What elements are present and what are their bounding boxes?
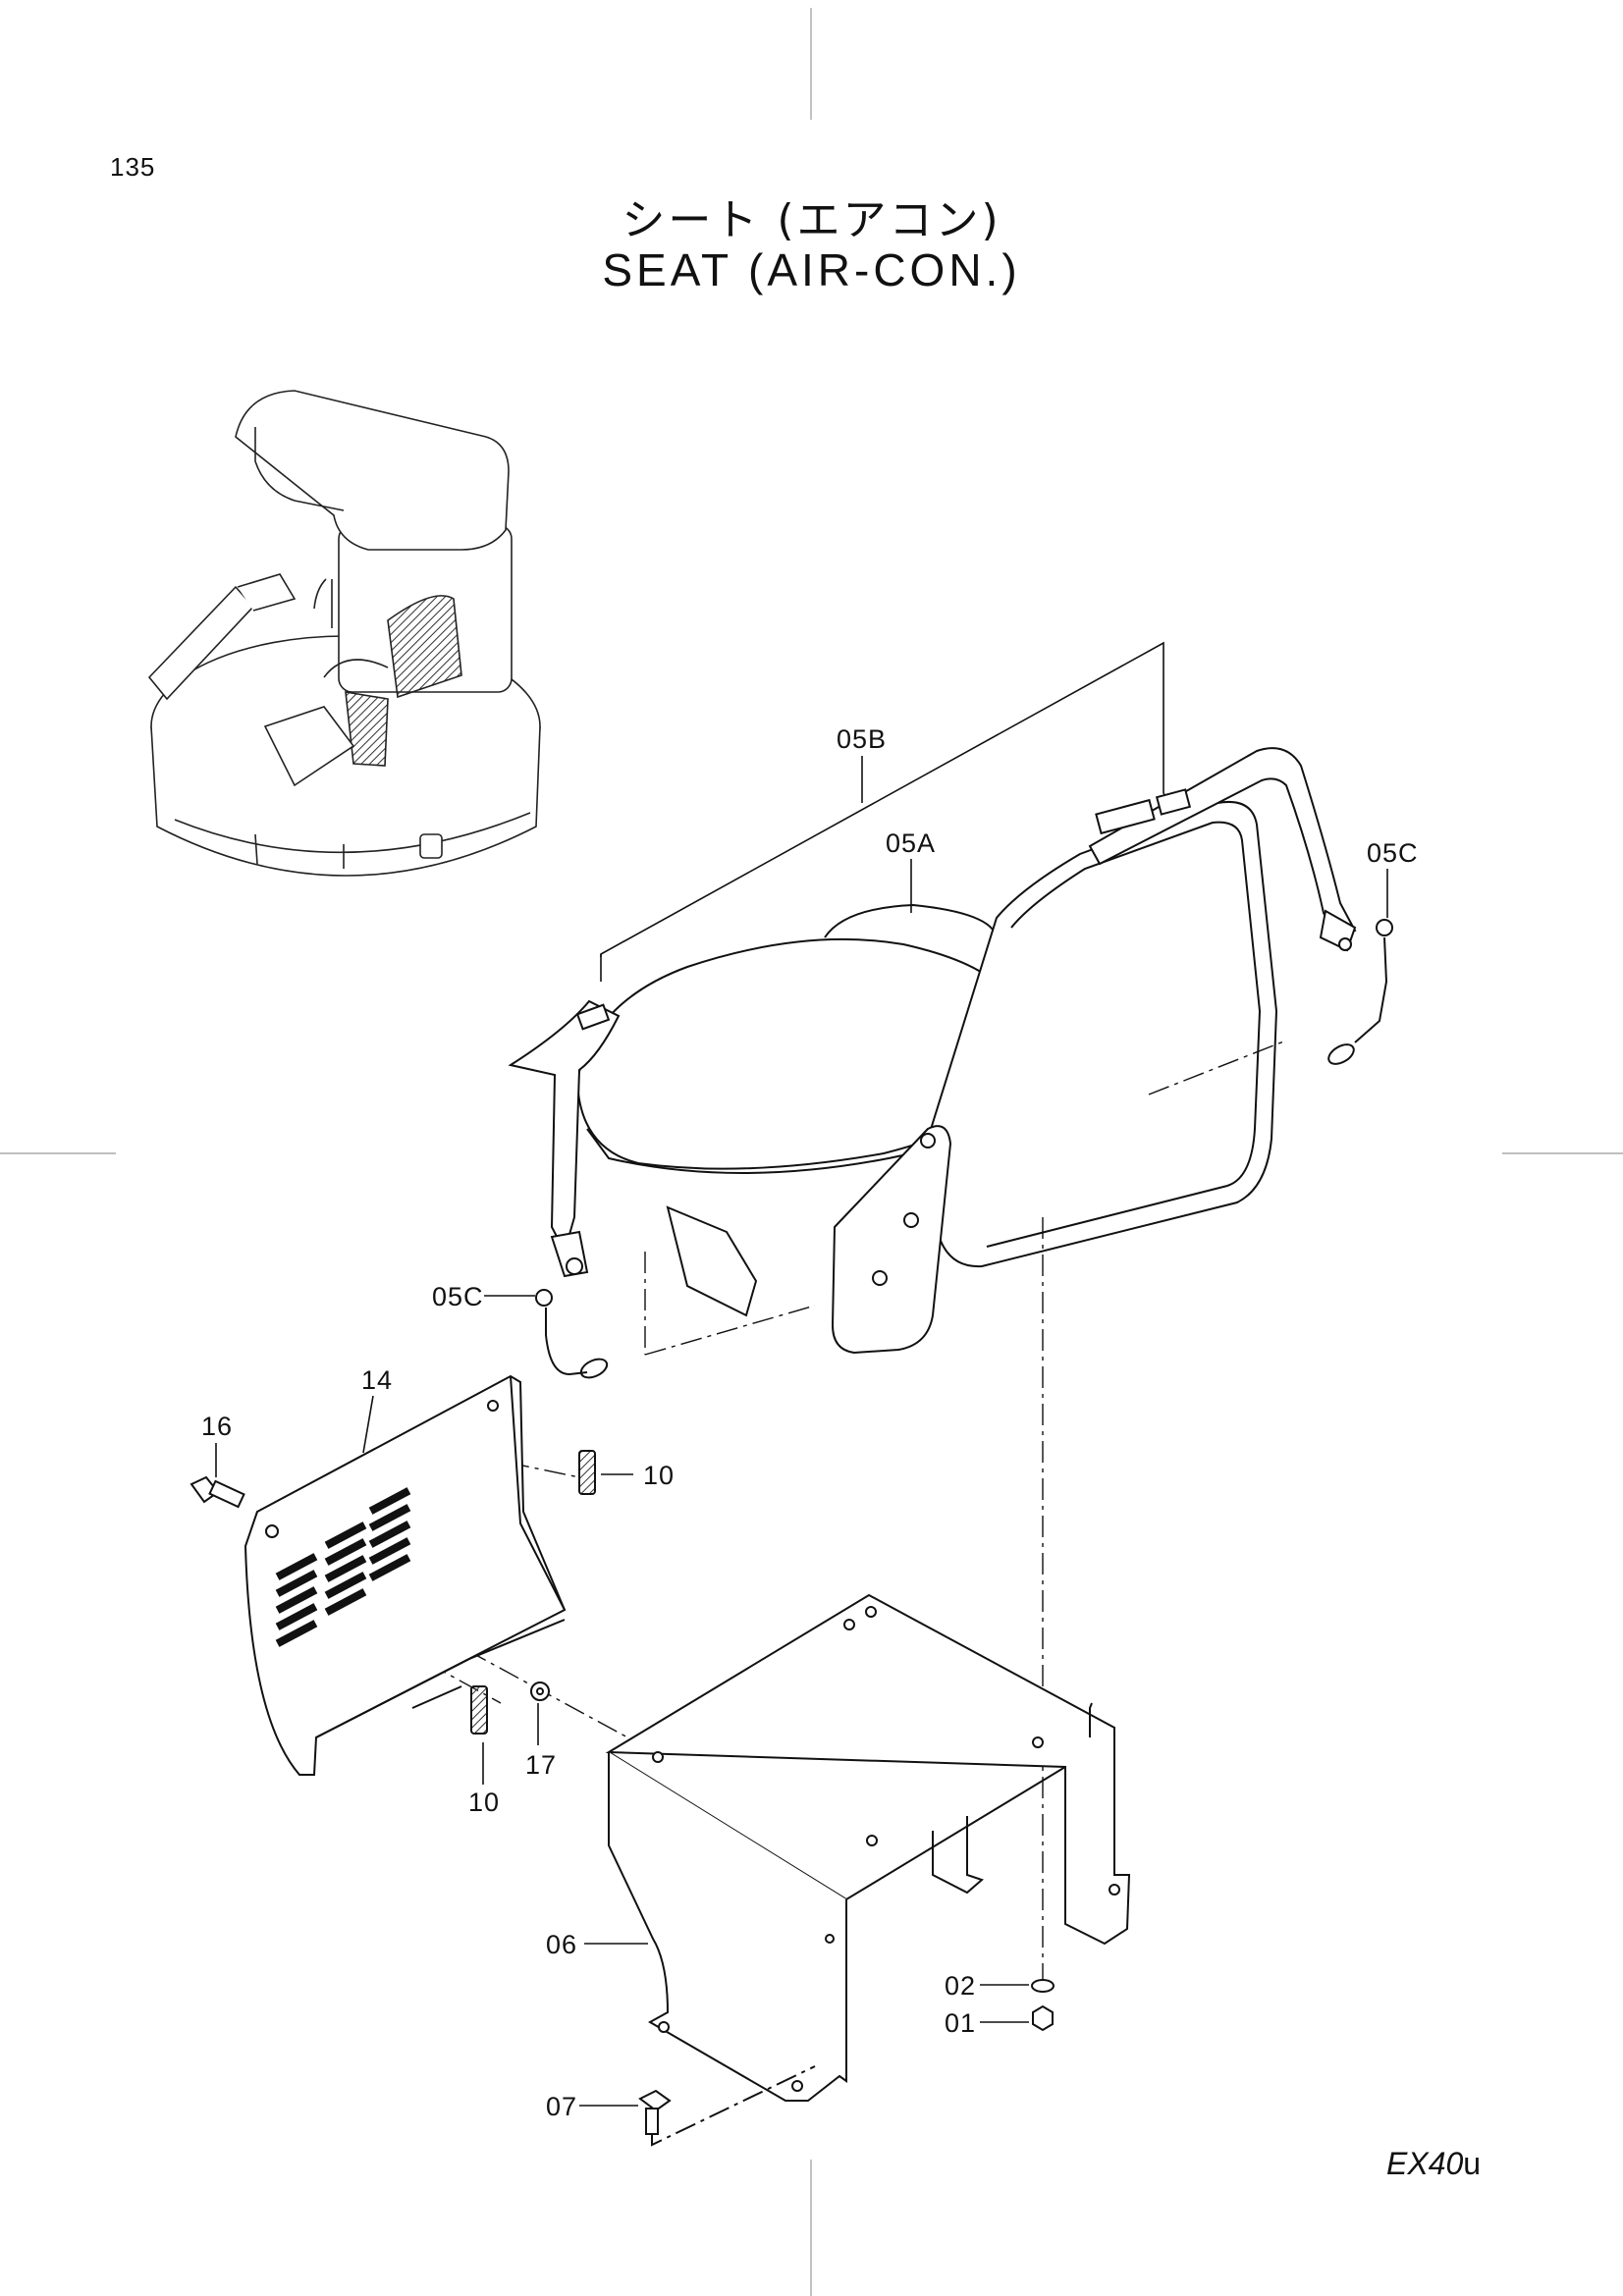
callout-10-top: 10	[643, 1461, 675, 1490]
model-main: EX40	[1386, 2146, 1464, 2181]
seat-backrest	[926, 801, 1278, 1268]
callout-labels: 05B 05A 05C 05C 14 16 10 10 17 06 02 01 …	[201, 724, 1419, 2121]
callout-05A: 05A	[886, 828, 936, 858]
crop-marks	[0, 8, 1623, 2296]
model-suffix: u	[1463, 2146, 1482, 2181]
title-english: SEAT (AIR-CON.)	[602, 244, 1021, 295]
safety-wire-left	[535, 1289, 609, 1379]
bolt-16	[189, 1475, 245, 1509]
cover-vent-slots	[275, 1487, 411, 1647]
page-number: 135	[110, 152, 156, 182]
callout-07: 07	[546, 2092, 577, 2121]
safety-wire-right	[1327, 919, 1393, 1065]
nut-01	[1032, 2004, 1054, 2032]
model-code: EX40u	[1386, 2146, 1481, 2182]
machine-overview-illustration	[147, 390, 541, 877]
bolt-07	[638, 2065, 816, 2147]
callout-14: 14	[361, 1365, 393, 1395]
seatbelt-left	[508, 999, 621, 1278]
title-japanese: シート (エアコン)	[622, 195, 1001, 245]
callout-10-bottom: 10	[468, 1788, 500, 1817]
callout-05C-right: 05C	[1367, 838, 1419, 868]
seatbelt-right	[1088, 747, 1357, 952]
callout-17: 17	[525, 1750, 557, 1780]
seat-stand-frame	[605, 1593, 1131, 2102]
cover-panel	[243, 1374, 567, 1776]
callout-16: 16	[201, 1412, 233, 1441]
seat-side-bracket	[831, 1125, 952, 1355]
callout-02: 02	[945, 1971, 976, 2001]
callout-06: 06	[546, 1930, 577, 1959]
washer-17	[530, 1682, 550, 1701]
callout-01: 01	[945, 2008, 976, 2038]
callout-05B: 05B	[837, 724, 887, 754]
leader-lines	[215, 756, 1388, 2107]
washer-02	[1031, 1979, 1055, 1993]
clip-10-top	[578, 1450, 596, 1495]
clip-10-bottom	[470, 1685, 488, 1735]
callout-05C-left: 05C	[432, 1282, 484, 1311]
